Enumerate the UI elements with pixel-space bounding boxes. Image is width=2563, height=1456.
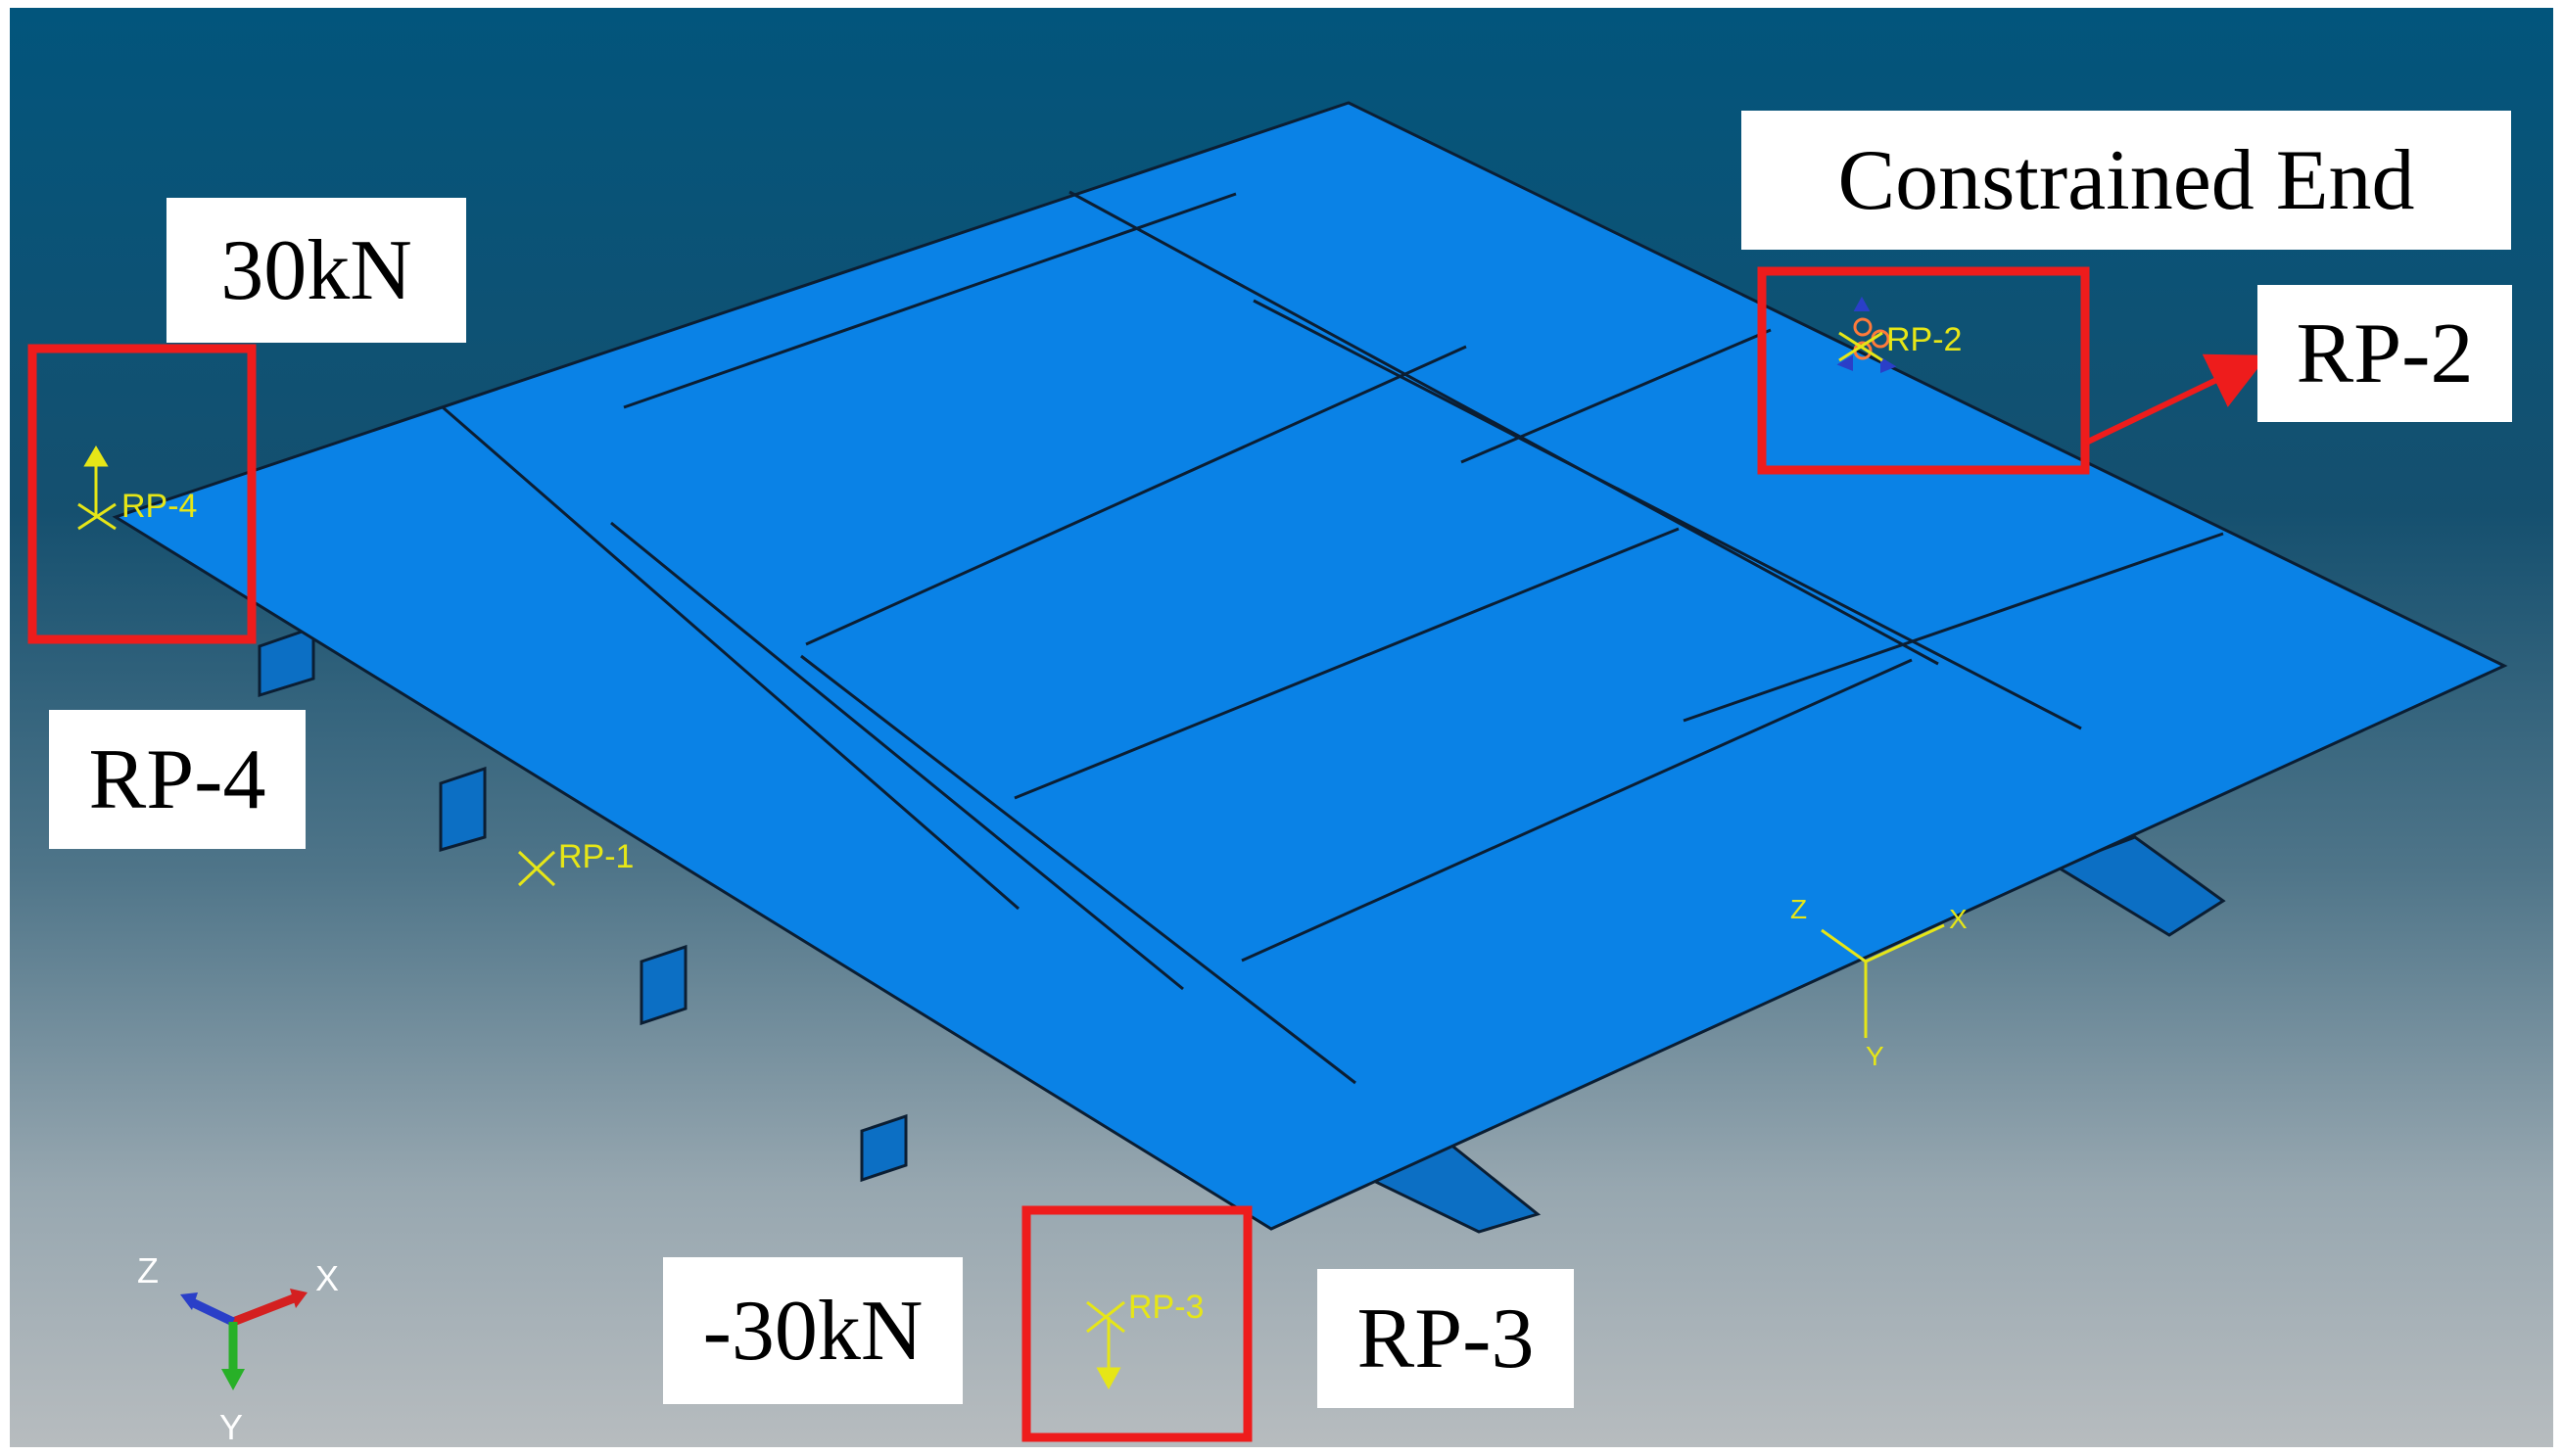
callout-rp3: RP-3 [1317, 1269, 1574, 1408]
reference-point-rp2[interactable] [1836, 296, 1897, 373]
callout-load-rp3: -30kN [663, 1257, 963, 1404]
stiffener-2 [439, 766, 487, 852]
callout-constrained-end: Constrained End [1741, 111, 2511, 250]
callout-rp2: RP-2 [2257, 285, 2512, 422]
stiffener-4 [860, 1113, 908, 1183]
reference-point-rp1[interactable] [517, 850, 556, 887]
view-triad-z-label: Z [137, 1250, 159, 1291]
view-triad [180, 1289, 308, 1390]
reference-point-rp4[interactable] [77, 446, 117, 531]
csys-z-label: Z [1790, 894, 1807, 924]
rp2-marker-label: RP-2 [1886, 321, 1962, 358]
rp2-pointer-arrow [2084, 353, 2268, 446]
csys-x-label: X [1949, 904, 1968, 934]
view-triad-x-label: X [315, 1258, 339, 1298]
view-triad-y-label: Y [219, 1407, 243, 1447]
partition-lines [442, 190, 2224, 1085]
highlight-box-rp3 [1021, 1205, 1253, 1442]
stiffened-panel-model: RP-4 RP-1 RP-2 RP-3 Z X Y Z X [27, 101, 2508, 1447]
deck-plate [112, 101, 2508, 1231]
highlight-box-rp4 [27, 344, 257, 644]
callout-load-rp4: 30kN [166, 198, 466, 343]
stiffener-1 [258, 625, 315, 698]
local-csys-triad [1821, 923, 1945, 1038]
stiffeners [258, 625, 2226, 1234]
highlight-box-rp2 [1757, 266, 2090, 475]
rp1-marker-label: RP-1 [558, 838, 634, 875]
csys-y-label: Y [1866, 1041, 1884, 1071]
reference-point-rp3[interactable] [1086, 1300, 1125, 1390]
stiffener-3 [640, 944, 688, 1026]
rp3-marker-label: RP-3 [1128, 1289, 1204, 1326]
rp4-marker-label: RP-4 [121, 488, 197, 525]
callout-rp4: RP-4 [49, 710, 306, 849]
